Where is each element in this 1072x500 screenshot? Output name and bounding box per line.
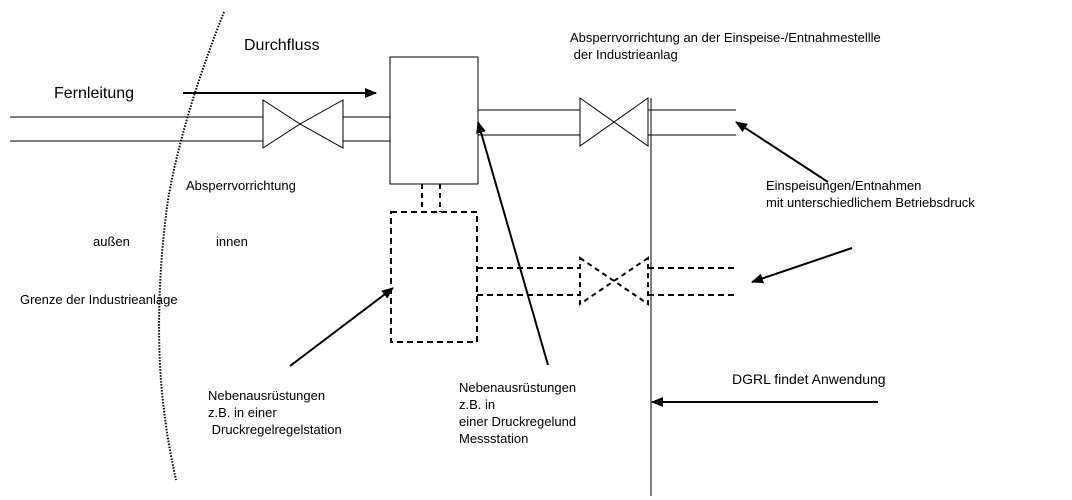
- auxiliary-equipment-mid-1: Nebenausrüstungen: [459, 380, 577, 395]
- auxiliary-equipment-mid-3: einer Druckregelund: [459, 414, 577, 429]
- auxiliary-equipment-mid-4: Messstation: [459, 431, 529, 446]
- auxiliary-equipment-mid-2: z.B. in: [459, 397, 496, 412]
- feed-withdrawal-label-2: mit unterschiedlichem Betriebsdruck: [766, 195, 975, 210]
- arrow-to-auxiliary-box: [289, 287, 394, 367]
- arrow-to-station: [476, 121, 549, 366]
- inside-label: innen: [216, 234, 248, 249]
- auxiliary-connection-dashed: [421, 184, 441, 212]
- shutoff-device-injection-label-2: der Industrieanlag: [570, 47, 678, 62]
- auxiliary-equipment-box: [390, 211, 478, 343]
- auxiliary-valve-dashed: [579, 256, 649, 306]
- auxiliary-equipment-left-1: Nebenausrüstungen: [208, 388, 326, 403]
- plant-boundary-label: Grenze der Industrieanlage: [20, 292, 178, 307]
- auxiliary-equipment-left-3: Druckregelregelstation: [208, 422, 342, 437]
- outside-label: außen: [93, 234, 130, 249]
- main-pipeline-right: [478, 109, 736, 136]
- arrow-to-dashed-pipe-end: [751, 247, 853, 284]
- auxiliary-equipment-left-2: z.B. in einer: [208, 405, 277, 420]
- durchfluss-label: Durchfluss: [244, 37, 320, 54]
- shutoff-device-label: Absperrvorrichtung: [186, 178, 296, 193]
- plant-boundary-line: [158, 11, 225, 481]
- shutoff-device-injection-label-1: Absperrvorrichtung an der Einspeise-/Ent…: [570, 30, 881, 45]
- auxiliary-pipeline-dashed: [477, 267, 736, 296]
- dgrl-label: DGRL findet Anwendung: [732, 371, 886, 387]
- main-pipeline-left: [10, 116, 263, 142]
- shutoff-valve-left: [262, 99, 344, 149]
- shutoff-valve-right: [579, 97, 649, 147]
- fernleitung-label: Fernleitung: [54, 85, 135, 102]
- pipe-valve-to-station: [343, 116, 390, 142]
- station-box: [389, 56, 479, 185]
- arrow-to-pipe-end: [735, 121, 829, 183]
- feed-withdrawal-label-1: Einspeisungen/Entnahmen: [766, 178, 922, 193]
